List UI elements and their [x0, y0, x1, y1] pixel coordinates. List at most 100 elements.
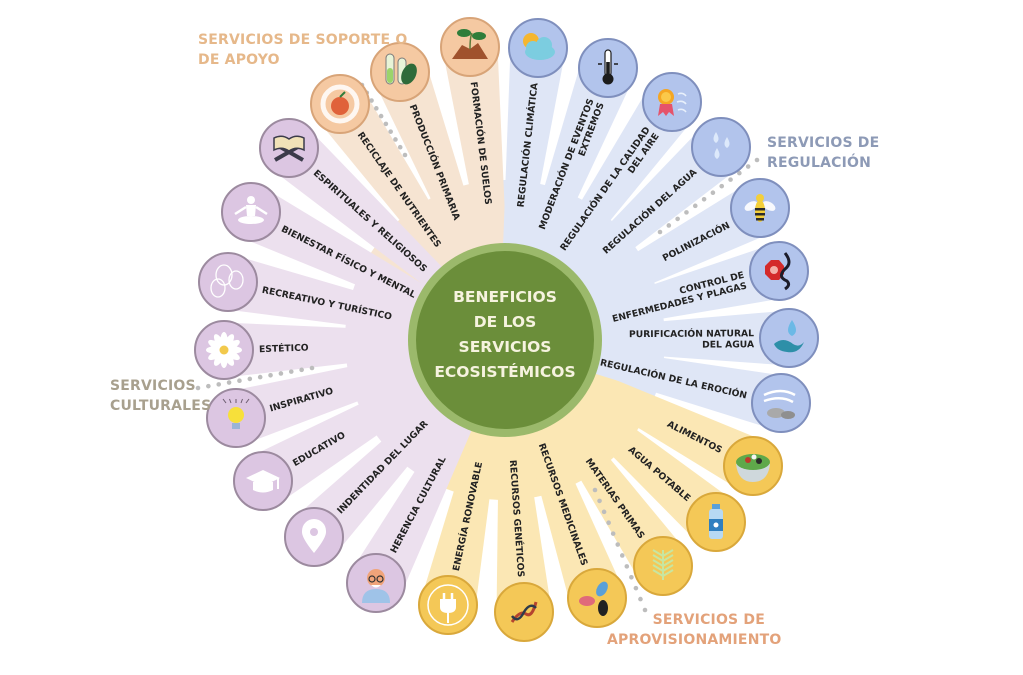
service-icon-circle	[759, 308, 819, 368]
service-label-line: DEL AGUA	[702, 339, 755, 350]
wind-rocks-icon	[751, 373, 811, 433]
service-ray	[515, 393, 623, 608]
service-ray	[560, 244, 786, 336]
service-ray	[374, 61, 493, 288]
separator-dot	[606, 520, 611, 526]
water-bottle-icon	[686, 492, 746, 552]
group-title-aprovisionamiento: SERVICIOS DE APROVISIONAMIENTO	[607, 610, 781, 650]
sun-cloud-icon	[508, 18, 568, 78]
group-title-line: SERVICIOS DE	[652, 612, 765, 628]
water-drop-hands-icon	[759, 308, 819, 368]
service-ray	[553, 358, 766, 491]
service-ray	[351, 388, 486, 596]
center-fill	[416, 251, 594, 429]
separator-dot	[666, 223, 672, 228]
separator-dot	[393, 137, 398, 142]
separator-dot	[624, 564, 630, 569]
service-icon-circle	[198, 252, 258, 312]
title-line: SERVICIOS	[458, 338, 552, 356]
group-title-soporte: SERVICIOS DE SOPORTE O DE APOYO	[198, 30, 407, 70]
test-tube-leaf-icon	[370, 42, 430, 102]
separator-dot	[615, 542, 621, 547]
service-ray	[561, 343, 788, 430]
separator-dot	[388, 129, 393, 134]
group-title-regulacion: SERVICIOS DE REGULACIÓN	[767, 133, 879, 173]
group-title-line: DE APOYO	[198, 52, 280, 68]
group-title-line: CULTURALES	[110, 398, 212, 414]
service-ray	[496, 399, 552, 614]
group-title-line: SERVICIOS DE	[767, 135, 880, 151]
center-circle	[408, 243, 602, 437]
separator-dot	[629, 574, 634, 580]
dna-icon	[494, 582, 554, 642]
wedges-layer	[222, 43, 790, 614]
separator-dot	[369, 98, 374, 103]
title-line: DE LOS	[473, 313, 537, 331]
service-label-line: PURIFICACIÓN NATURAL	[629, 327, 754, 340]
recycle-apple-icon	[310, 74, 370, 134]
service-ray	[223, 322, 446, 378]
group-title-line: SERVICIOS DE SOPORTE O	[198, 32, 408, 48]
separator-dot	[633, 585, 639, 591]
service-label-line: ESTÉTICO	[259, 341, 309, 355]
separator-dot	[597, 498, 602, 504]
service-ray	[564, 310, 790, 366]
salad-bowl-icon	[723, 436, 783, 496]
service-icon-circle	[751, 373, 811, 433]
thermometer-icon	[578, 38, 638, 98]
service-ray	[294, 376, 471, 557]
air-quality-badge-icon	[642, 72, 702, 132]
service-label: ESTÉTICO	[259, 341, 309, 355]
service-ray	[501, 44, 566, 282]
separator-dot	[226, 380, 232, 385]
separator-dot	[288, 369, 294, 374]
separator-dot	[195, 385, 201, 391]
service-icon-circle	[567, 568, 627, 628]
service-icon-circle	[691, 117, 751, 177]
separator-dot	[206, 383, 211, 389]
service-ray	[531, 86, 695, 297]
diagram-title: BENEFICIOS DE LOS SERVICIOS ECOSISTÉMICO…	[410, 285, 600, 385]
service-ray	[270, 127, 467, 308]
separator-dot	[601, 509, 607, 515]
service-ray	[249, 361, 459, 505]
soil-sprout-icon	[440, 17, 500, 77]
graduation-cap-icon	[233, 451, 293, 511]
separator-dot	[657, 229, 663, 235]
separator-dot	[619, 553, 625, 558]
bee-icon	[730, 178, 790, 238]
separator-dot	[728, 177, 733, 182]
daisy-flower-icon	[194, 320, 254, 380]
separator-dot	[299, 367, 304, 373]
water-drops-icon	[691, 117, 751, 177]
meditation-icon	[221, 182, 281, 242]
service-ray	[543, 371, 734, 543]
service-ray	[222, 255, 449, 338]
separator-dot	[642, 607, 648, 613]
separator-dot	[278, 371, 284, 376]
separator-dot	[216, 382, 222, 387]
separator-dot	[710, 190, 716, 196]
dotted-separators	[195, 82, 760, 613]
separator-dot	[257, 374, 263, 380]
separator-dot	[397, 144, 403, 150]
separator-dot	[383, 121, 389, 127]
separator-dot	[247, 376, 253, 382]
separator-dot	[374, 106, 379, 111]
pills-icon	[567, 568, 627, 628]
separator-dot	[638, 596, 643, 602]
wheat-plant-icon	[633, 536, 693, 596]
service-ray	[442, 43, 508, 282]
title-line: BENEFICIOS	[453, 288, 557, 306]
light-bulb-icon	[206, 388, 266, 448]
service-ray	[553, 183, 773, 322]
separator-dot	[268, 372, 273, 378]
elder-person-icon	[346, 553, 406, 613]
separator-dot	[754, 157, 760, 163]
separator-dot	[719, 183, 725, 189]
service-ray	[531, 383, 686, 582]
icons-layer	[194, 17, 819, 642]
separator-dot	[378, 113, 384, 119]
separator-dot	[592, 487, 598, 493]
